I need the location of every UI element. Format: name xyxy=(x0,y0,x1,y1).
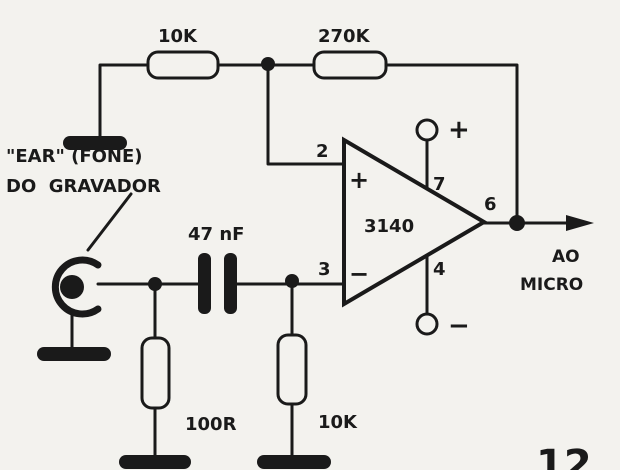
resistor-270k xyxy=(312,50,388,80)
output-arrow-icon xyxy=(566,215,594,231)
label-pin2: 2 xyxy=(316,141,329,162)
label-resistor-270k: 270K xyxy=(318,26,371,47)
label-jack-line1: "EAR" (FONE) xyxy=(6,146,143,167)
label-resistor-10k-bottom: 10K xyxy=(318,412,358,433)
supply-minus-terminal xyxy=(415,312,439,336)
supply-plus-terminal xyxy=(415,118,439,142)
label-plus-input: + xyxy=(349,166,369,194)
wire-pin2 xyxy=(266,63,346,166)
junction-top xyxy=(261,57,275,71)
label-output-line2: MICRO xyxy=(520,275,583,295)
label-minus-input: − xyxy=(349,260,369,288)
label-supply-plus: + xyxy=(448,115,470,145)
jack-pointer-line xyxy=(86,192,133,252)
opamp-triangle xyxy=(342,136,488,308)
label-capacitor: 47 nF xyxy=(188,224,244,245)
resistor-10k-top xyxy=(146,50,220,80)
label-opamp: 3140 xyxy=(364,216,414,237)
audio-jack-center xyxy=(60,275,84,299)
label-pin3: 3 xyxy=(318,259,331,280)
audio-jack-icon xyxy=(51,256,102,318)
label-pin4: 4 xyxy=(433,259,446,280)
label-jack-line2: DO GRAVADOR xyxy=(6,176,161,197)
wire-top-left xyxy=(98,63,150,144)
label-pin6: 6 xyxy=(484,194,497,215)
wire-feedback-return xyxy=(384,63,519,226)
resistor-10k-bottom xyxy=(276,333,308,406)
label-pin7: 7 xyxy=(433,174,446,195)
label-supply-minus: − xyxy=(448,311,470,341)
label-resistor-100r: 100R xyxy=(185,414,237,435)
page-number: 12 xyxy=(536,442,592,470)
junction-output xyxy=(509,215,525,231)
capacitor-plate-left xyxy=(198,253,211,314)
label-output-line1: AO xyxy=(552,247,580,267)
label-resistor-10k-top: 10K xyxy=(158,26,198,47)
resistor-100r xyxy=(140,336,171,410)
